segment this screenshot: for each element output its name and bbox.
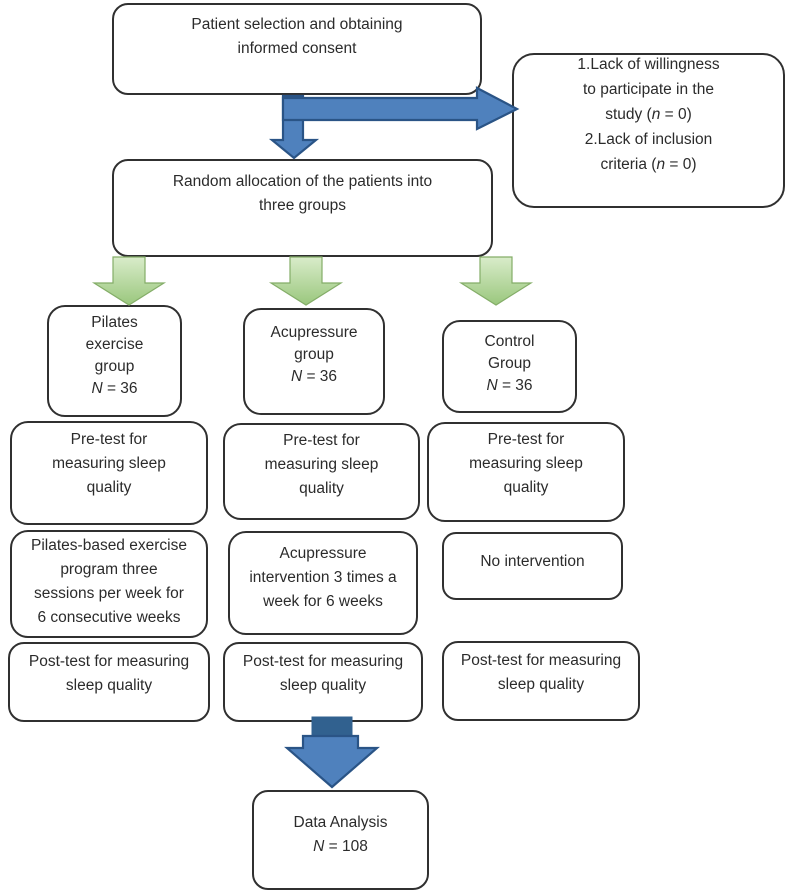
pretest-line: measuring sleep: [469, 455, 583, 472]
posttest-line: sleep quality: [279, 677, 367, 694]
pilates-group-box: Pilates exercise group N = 36: [47, 305, 182, 417]
exclusion-line: 1.Lack of willingness: [577, 56, 720, 73]
group-box-line: Control: [484, 332, 535, 350]
posttest-control-box: Post-test for measuring sleep quality: [442, 641, 640, 721]
posttest-pilates-box: Post-test for measuring sleep quality: [8, 642, 210, 722]
group-box-line: Acupressure: [270, 323, 358, 341]
data-analysis-n: N = 108: [313, 838, 368, 855]
posttest-line: sleep quality: [497, 676, 585, 693]
posttest-line: sleep quality: [65, 677, 153, 694]
green-arrow-to-acupressure-icon: [268, 256, 344, 306]
exclusion-line: criteria (n = 0): [600, 156, 697, 173]
pretest-line: Pre-test for: [283, 431, 360, 449]
intervention-line: week for 6 weeks: [263, 593, 383, 610]
acupressure-group-box: Acupressure group N = 36: [243, 308, 385, 415]
random-allocation-box: Random allocation of the patients into t…: [112, 159, 493, 257]
intervention-line: Acupressure: [279, 545, 367, 562]
intervention-line: program three: [60, 561, 158, 578]
group-box-line: group: [94, 358, 135, 375]
green-arrow-to-pilates-icon: [91, 256, 167, 306]
pretest-line: measuring sleep: [52, 455, 166, 472]
consent-box-line: informed consent: [237, 40, 357, 57]
pretest-acupressure-box: Pre-test for measuring sleep quality: [223, 423, 420, 520]
exclusion-line: study (n = 0): [605, 106, 692, 123]
pretest-line: quality: [299, 479, 344, 497]
pilates-intervention-box: Pilates-based exercise program three ses…: [10, 530, 208, 638]
exclusion-line: 2.Lack of inclusion: [584, 131, 713, 148]
pretest-line: measuring sleep: [264, 455, 379, 473]
random-box-line: three groups: [258, 197, 347, 214]
data-analysis-box: Data Analysis N = 108: [252, 790, 429, 890]
intervention-line: 6 consecutive weeks: [37, 609, 181, 626]
posttest-acupressure-box: Post-test for measuring sleep quality: [223, 642, 423, 722]
intervention-line: intervention 3 times a: [249, 569, 397, 586]
acupressure-intervention-box: Acupressure intervention 3 times a week …: [228, 531, 418, 635]
group-box-n: N = 36: [290, 367, 338, 385]
group-box-line: group: [294, 345, 334, 363]
data-analysis-line: Data Analysis: [293, 814, 388, 831]
exclusion-reasons-box: 1.Lack of willingness to participate in …: [512, 53, 785, 208]
pretest-pilates-box: Pre-test for measuring sleep quality: [10, 421, 208, 525]
intervention-line: sessions per week for: [34, 585, 184, 602]
pretest-line: Pre-test for: [70, 431, 148, 448]
pretest-line: Pre-test for: [487, 431, 565, 448]
consent-box-line: Patient selection and obtaining: [191, 16, 403, 33]
down-arrow-consent-to-random-icon: [268, 94, 320, 160]
intervention-line: No intervention: [480, 553, 585, 570]
random-box-line: Random allocation of the patients into: [172, 173, 433, 190]
group-box-line: Pilates: [91, 314, 138, 331]
intervention-line: Pilates-based exercise: [31, 537, 187, 554]
group-box-line: exercise: [85, 336, 144, 353]
consent-box: Patient selection and obtaining informed…: [112, 3, 482, 95]
group-box-line: Group: [487, 354, 532, 372]
pretest-line: quality: [86, 479, 132, 496]
posttest-line: Post-test for measuring: [242, 653, 404, 670]
no-intervention-box: No intervention: [442, 532, 623, 600]
down-arrow-posttest-to-analysis-icon: [284, 734, 380, 789]
group-box-n: N = 36: [91, 380, 138, 397]
group-box-n: N = 36: [486, 376, 533, 394]
posttest-line: Post-test for measuring: [460, 652, 622, 669]
green-arrow-to-control-icon: [458, 256, 534, 306]
control-group-box: Control Group N = 36: [442, 320, 577, 413]
exclusion-line: to participate in the: [583, 81, 714, 98]
pretest-control-box: Pre-test for measuring sleep quality: [427, 422, 625, 522]
pretest-line: quality: [503, 479, 549, 496]
posttest-line: Post-test for measuring: [28, 653, 190, 670]
